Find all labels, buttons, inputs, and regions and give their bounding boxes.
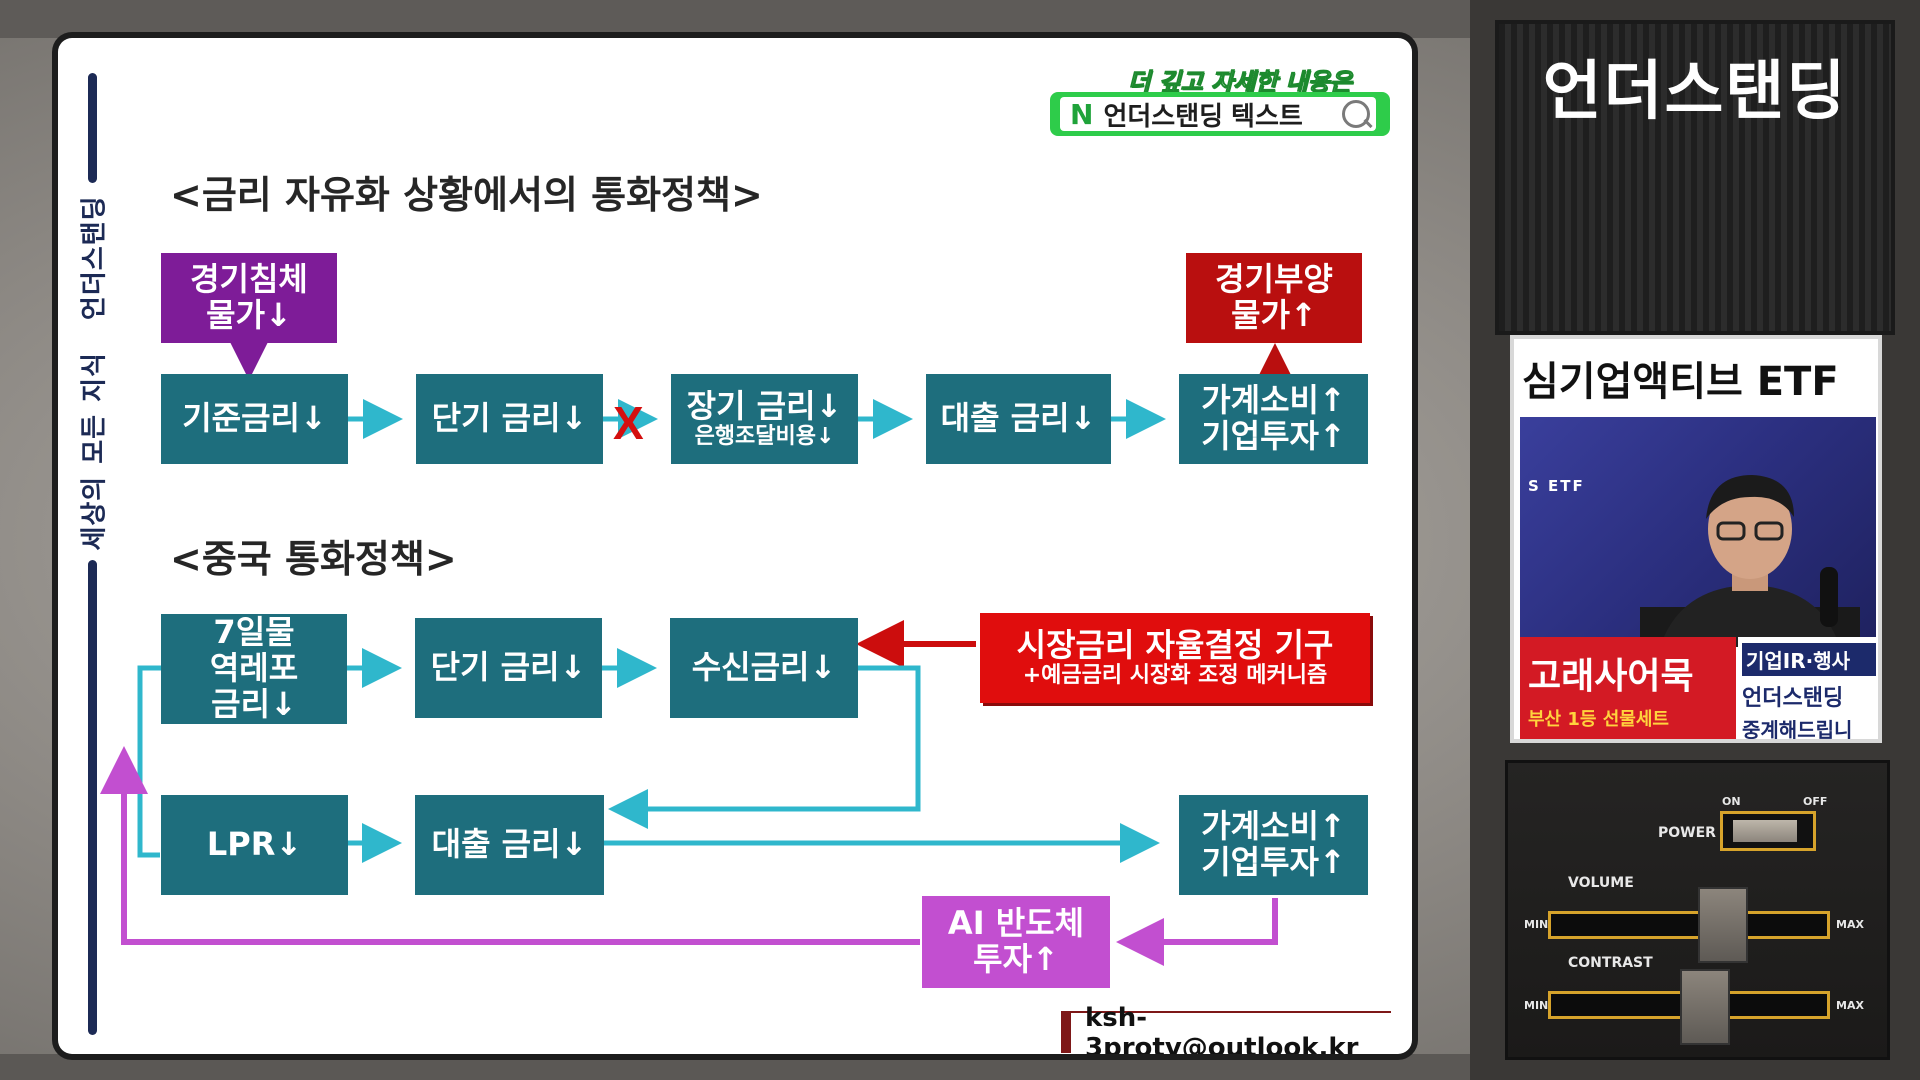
channel-title: 언더스탠딩 [1542, 55, 1848, 129]
market-mechanism-box: 시장금리 자율결정 기구 +예금금리 시장화 조정 메커니즘 [980, 613, 1370, 703]
repo-line1: 7일물 [213, 613, 295, 652]
volume-min-label: MIN [1524, 918, 1549, 931]
search-promo-banner: 더 깊고 자세한 내용은 N 언더스탠딩 텍스트 [1050, 62, 1394, 136]
deposit-rate-label: 수신금리↓ [691, 648, 837, 687]
lpr-box: LPR↓ [161, 795, 348, 895]
section-title-liberalization: <금리 자유화 상황에서의 통화정책> [170, 173, 763, 217]
volume-slider-knob[interactable] [1698, 887, 1748, 963]
base-rate-box: 기준금리↓ [161, 374, 348, 464]
promo-brand: 언더스탠딩 [1103, 101, 1224, 132]
presenter-image [1640, 475, 1860, 647]
volume-label: VOLUME [1568, 875, 1634, 891]
consumption-label: 가계소비↑ [1201, 381, 1346, 420]
presentation-slide: 세상의모든지식언더스탠딩 더 깊고 자세한 내용은 N 언더스탠딩 텍스트 [58, 38, 1412, 1054]
contrast-slider-knob[interactable] [1680, 969, 1730, 1045]
ir-event-banner: 기업IR·행사 언더스탠딩 중계해드립니 [1738, 637, 1878, 742]
consumption-cn-label: 가계소비↑ [1201, 807, 1346, 846]
arrow-ai-to-repo [100, 746, 920, 945]
promo-keyword: 텍스트 [1231, 101, 1303, 132]
bank-funding-cost-label: 은행조달비용↓ [694, 423, 835, 449]
long-rate-label: 장기 금리↓ [686, 386, 843, 425]
arrow-result-to-ai [1116, 898, 1278, 966]
boom-line1: 경기부양 [1215, 260, 1333, 299]
short-rate-label: 단기 금리↓ [431, 399, 588, 438]
search-icon [1342, 100, 1370, 128]
contrast-max-label: MAX [1836, 999, 1864, 1012]
on-label: ON [1722, 795, 1741, 808]
power-switch[interactable] [1720, 811, 1816, 851]
ir-line3: 중계해드립니 [1742, 718, 1853, 742]
loan-rate-cn-label: 대출 금리↓ [431, 825, 588, 864]
consumption-investment-box-cn: 가계소비↑ 기업투자↑ [1179, 795, 1368, 895]
studio-top-band [0, 0, 1470, 38]
loan-rate-box-cn: 대출 금리↓ [415, 795, 604, 895]
thumbnail-image: S ETF [1520, 417, 1876, 647]
recession-line2: 물가↓ [206, 296, 292, 334]
volume-max-label: MAX [1836, 918, 1864, 931]
arrow-repo-to-lpr [137, 665, 161, 858]
retro-tv-console: ON OFF POWER VOLUME MIN MAX CONTRAST MIN… [1505, 760, 1890, 1060]
promo-headline: 더 깊고 자세한 내용은 [1128, 68, 1353, 97]
off-label: OFF [1803, 795, 1828, 808]
section-title-china: <중국 통화정책> [170, 537, 457, 581]
sponsor-sub: 부산 1등 선물세트 [1528, 709, 1669, 730]
volume-slider-track[interactable] [1548, 911, 1830, 939]
side-decoration-bar [88, 73, 97, 183]
loan-rate-box: 대출 금리↓ [926, 374, 1111, 464]
boom-box: 경기부양 물가↑ [1186, 253, 1362, 343]
short-rate-box: 단기 금리↓ [416, 374, 603, 464]
ai-semiconductor-box: AI 반도체 투자↑ [922, 896, 1110, 988]
recession-box: 경기침체 물가↓ [161, 253, 337, 343]
ir-line1: 기업IR·행사 [1742, 643, 1876, 676]
short-rate-box-cn: 단기 금리↓ [415, 618, 602, 718]
deposit-rate-box: 수신금리↓ [670, 618, 858, 718]
studio-bottom-band [0, 1054, 1470, 1080]
consumption-investment-box: 가계소비↑ 기업투자↑ [1179, 374, 1368, 464]
short-rate-cn-label: 단기 금리↓ [430, 648, 587, 687]
ir-line2: 언더스탠딩 [1742, 686, 1844, 711]
mechanism-line1: 시장금리 자율결정 기구 [1016, 625, 1334, 664]
contrast-label: CONTRAST [1568, 955, 1653, 971]
repo-line3: 금리↓ [211, 684, 297, 723]
repo-line2: 역레포 [209, 649, 299, 688]
long-rate-box: 장기 금리↓ 은행조달비용↓ [671, 374, 858, 464]
lpr-label: LPR↓ [206, 825, 303, 864]
naver-logo-icon: N [1070, 97, 1094, 131]
arrow-deposit-to-loan [608, 665, 921, 829]
ai-line2: 투자↑ [973, 940, 1059, 978]
power-label: POWER [1658, 825, 1716, 841]
investment-cn-label: 기업투자↑ [1201, 843, 1346, 881]
side-decoration-bar [88, 560, 97, 1035]
promo-search-box: N 언더스탠딩 텍스트 [1050, 92, 1390, 136]
diagram-connectors [100, 332, 1299, 966]
repo-rate-box: 7일물 역레포 금리↓ [161, 614, 347, 724]
thumbnail-title: 심기업액티브 ETF [1522, 359, 1839, 405]
channel-title-backdrop [1495, 20, 1895, 335]
video-thumbnail: 심기업액티브 ETF S ETF 고래사어묵 부산 1등 선물세트 기업IR·행… [1510, 335, 1882, 743]
loan-rate-label: 대출 금리↓ [940, 399, 1097, 438]
boom-line2: 물가↑ [1231, 296, 1317, 334]
blocked-x-mark: X [613, 397, 644, 449]
ai-line1: AI 반도체 [947, 904, 1085, 943]
contact-email: ksh-3protv@outlook.kr [1061, 1003, 1391, 1054]
sponsor-name: 고래사어묵 [1528, 656, 1694, 697]
thumbnail-etf-text: S ETF [1528, 477, 1585, 495]
recession-line1: 경기침체 [190, 260, 308, 299]
sponsor-banner: 고래사어묵 부산 1등 선물세트 [1520, 637, 1736, 739]
investment-label: 기업투자↑ [1201, 417, 1346, 455]
contrast-min-label: MIN [1524, 999, 1549, 1012]
base-rate-label: 기준금리↓ [182, 399, 327, 438]
mechanism-line2: +예금금리 시장화 조정 메커니즘 [1022, 662, 1328, 688]
